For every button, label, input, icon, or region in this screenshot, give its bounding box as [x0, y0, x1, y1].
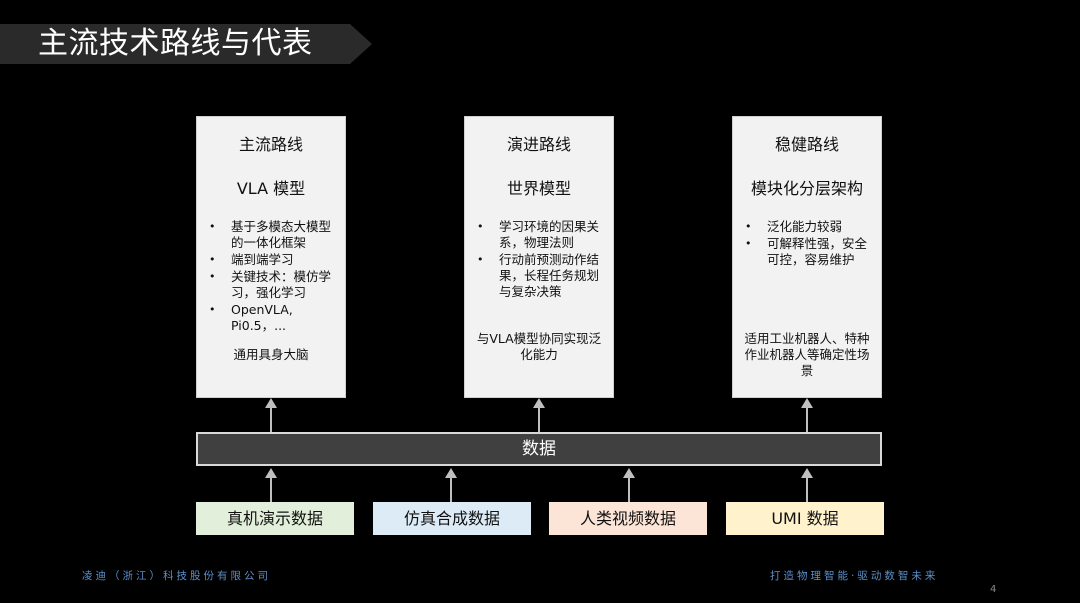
bullet-item: 关键技术：模仿学习，强化学习 — [203, 269, 339, 301]
source-human-video: 人类视频数据 — [549, 502, 707, 535]
route-bullets: 泛化能力较弱 可解释性强，安全可控，容易维护 — [739, 219, 875, 269]
arrow-up-icon — [445, 468, 457, 502]
arrow-up-icon — [623, 468, 635, 502]
bullet-item: 泛化能力较弱 — [739, 219, 875, 235]
route-model: 世界模型 — [506, 179, 571, 198]
arrow-up-icon — [801, 468, 813, 502]
route-note: 通用具身大脑 — [233, 347, 309, 362]
bullet-item: 端到端学习 — [203, 252, 339, 268]
route-name: 主流路线 — [238, 135, 303, 154]
route-bullets: 基于多模态大模型的一体化框架 端到端学习 关键技术：模仿学习，强化学习 Open… — [203, 219, 339, 335]
source-umi: UMI 数据 — [726, 502, 884, 535]
route-card-robust: 稳健路线 模块化分层架构 泛化能力较弱 可解释性强，安全可控，容易维护 适用工业… — [732, 116, 882, 398]
route-bullets: 学习环境的因果关系，物理法则 行动前预测动作结果，长程任务规划与复杂决策 — [471, 219, 607, 301]
route-note: 与VLA模型协同实现泛化能力 — [476, 331, 602, 362]
bullet-item: OpenVLA, Pi0.5，... — [203, 302, 339, 334]
title-banner — [0, 24, 372, 64]
arrow-up-icon — [533, 398, 545, 432]
arrow-up-icon — [801, 398, 813, 432]
bullet-item: 行动前预测动作结果，长程任务规划与复杂决策 — [471, 252, 607, 300]
company-name: 凌迪（浙江）科技股份有限公司 — [82, 570, 271, 582]
route-note: 适用工业机器人、特种作业机器人等确定性场景 — [744, 331, 870, 378]
route-model: VLA 模型 — [236, 179, 306, 198]
source-real-robot: 真机演示数据 — [196, 502, 354, 535]
page-number: 4 — [990, 584, 997, 595]
route-name: 演进路线 — [506, 135, 571, 154]
route-model: 模块化分层架构 — [750, 179, 863, 198]
route-card-mainstream: 主流路线 VLA 模型 基于多模态大模型的一体化框架 端到端学习 关键技术：模仿… — [196, 116, 346, 398]
route-card-evolving: 演进路线 世界模型 学习环境的因果关系，物理法则 行动前预测动作结果，长程任务规… — [464, 116, 614, 398]
slide-title: 主流技术路线与代表 — [38, 26, 313, 61]
bullet-item: 基于多模态大模型的一体化框架 — [203, 219, 339, 251]
bullet-item: 学习环境的因果关系，物理法则 — [471, 219, 607, 251]
source-simulation: 仿真合成数据 — [373, 502, 531, 535]
arrow-up-icon — [265, 468, 277, 502]
route-name: 稳健路线 — [774, 135, 839, 154]
arrow-up-icon — [265, 398, 277, 432]
data-bar: 数据 — [196, 432, 882, 466]
slogan: 打造物理智能·驱动数智未来 — [770, 570, 939, 582]
bullet-item: 可解释性强，安全可控，容易维护 — [739, 236, 875, 268]
